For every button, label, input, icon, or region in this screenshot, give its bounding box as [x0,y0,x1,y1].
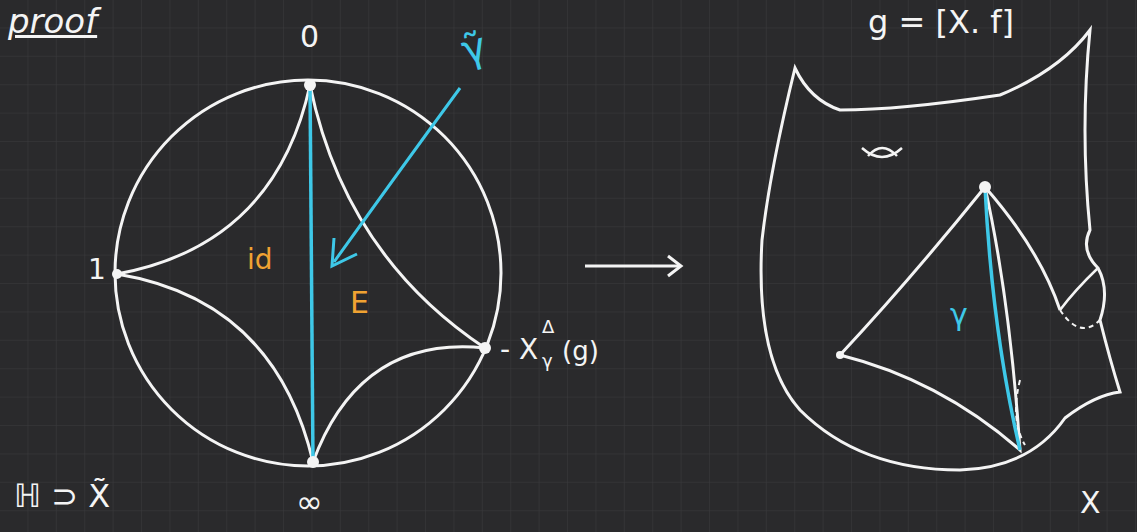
vertex-label: ∞ [296,486,323,518]
map-arrow [585,265,680,268]
geodesic-line [985,187,1020,450]
arrow-head [668,256,681,276]
vertex-label: - X [500,336,538,364]
vertex-dot [307,456,319,468]
space-label: ℍ ⊃ X̃ [14,480,110,512]
vertex-dot [979,181,991,193]
cusp-curve [1060,310,1100,328]
vertex-dot [112,269,122,279]
handle-symbol [868,148,897,156]
region-label: id [247,246,273,274]
arrow-head [332,238,357,266]
cusp-curve [1060,268,1098,310]
heading: proof [8,4,97,38]
disk-boundary [115,80,501,466]
curve-label: γ [950,300,968,330]
subscript: γ [542,352,553,370]
region-label: E [350,288,369,318]
vertex-label: 1 [88,256,106,284]
pointer-arrow [334,88,460,262]
ideal-triangle [840,187,1020,450]
triangle-edge [985,187,1060,310]
surface-outline [761,30,1120,470]
vertex-dot [836,351,844,359]
vertex-dot [479,342,491,354]
geodesic-line [310,85,313,462]
formula-label: g = [X. f] [868,6,1014,38]
superscript: Δ [542,318,554,336]
vertex-label: (g) [562,338,599,364]
vertex-dot [304,79,316,91]
vertex-label: 0 [300,22,319,52]
surface-label: X [1080,488,1101,518]
handle-symbol [862,148,902,157]
ideal-quadrilateral [117,85,485,462]
